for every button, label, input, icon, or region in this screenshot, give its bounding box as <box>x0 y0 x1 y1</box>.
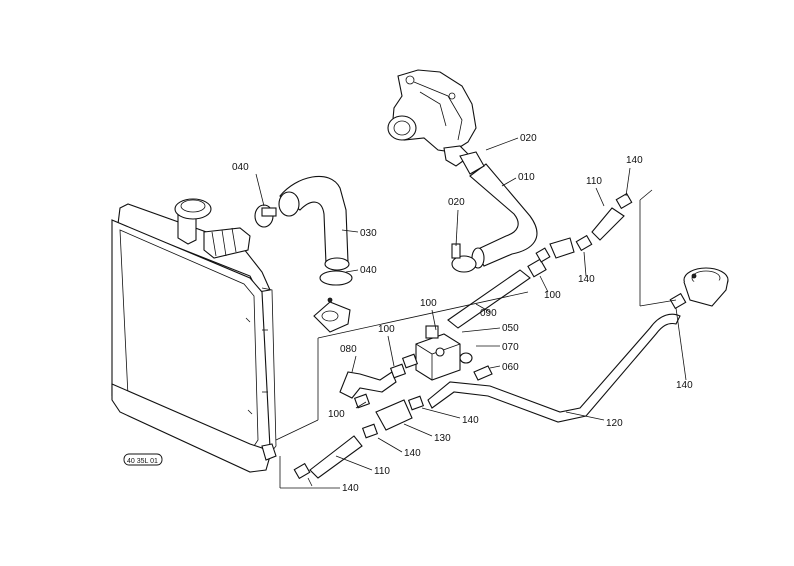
hose-clamp <box>254 204 353 286</box>
label-140-bottom: 140 <box>404 448 421 459</box>
thermostat-cover <box>313 297 351 333</box>
label-140-right: 140 <box>676 380 693 391</box>
upper-hose <box>278 175 350 271</box>
label-040-mid: 040 <box>360 265 377 276</box>
hose-090 <box>447 258 547 329</box>
label-110-lower: 110 <box>374 466 390 477</box>
label-100-bottom: 100 <box>328 409 345 420</box>
label-140-upper: 140 <box>626 155 643 166</box>
t-joint <box>361 395 425 439</box>
label-110-upper: 110 <box>586 176 602 187</box>
label-100-valve: 100 <box>420 298 437 309</box>
leader-lines <box>255 137 687 489</box>
label-060: 060 <box>502 362 519 373</box>
radiator <box>111 198 277 473</box>
hose-110-lower <box>293 435 363 480</box>
drawing-code: 40 35L 01 <box>127 458 158 465</box>
hose-010 <box>451 151 538 273</box>
water-outlet <box>683 267 729 307</box>
thermostat-housing <box>387 69 477 167</box>
label-040-top: 040 <box>232 162 249 173</box>
heater-valve <box>415 325 493 381</box>
label-070: 070 <box>502 342 519 353</box>
label-050: 050 <box>502 323 519 334</box>
label-010: 010 <box>518 172 535 183</box>
label-120: 120 <box>606 418 623 429</box>
label-080: 080 <box>340 344 357 355</box>
label-100-left: 100 <box>378 324 395 335</box>
label-140-lowest: 140 <box>342 483 359 494</box>
drawing-code-badge: 40 35L 01 <box>123 453 163 466</box>
label-090: 090 <box>480 308 497 319</box>
hose-110-upper <box>535 192 633 263</box>
hose-080 <box>339 353 419 409</box>
pipe-120 <box>427 292 687 423</box>
part-labels: 020 010 040 030 020 040 110 140 140 100 … <box>232 133 693 494</box>
label-100-right: 100 <box>544 290 561 301</box>
label-130: 130 <box>434 433 451 444</box>
label-140-lower: 140 <box>462 415 479 426</box>
label-030: 030 <box>360 228 377 239</box>
label-140-mid: 140 <box>578 274 595 285</box>
label-020-mid: 020 <box>448 197 465 208</box>
label-020-top: 020 <box>520 133 537 144</box>
